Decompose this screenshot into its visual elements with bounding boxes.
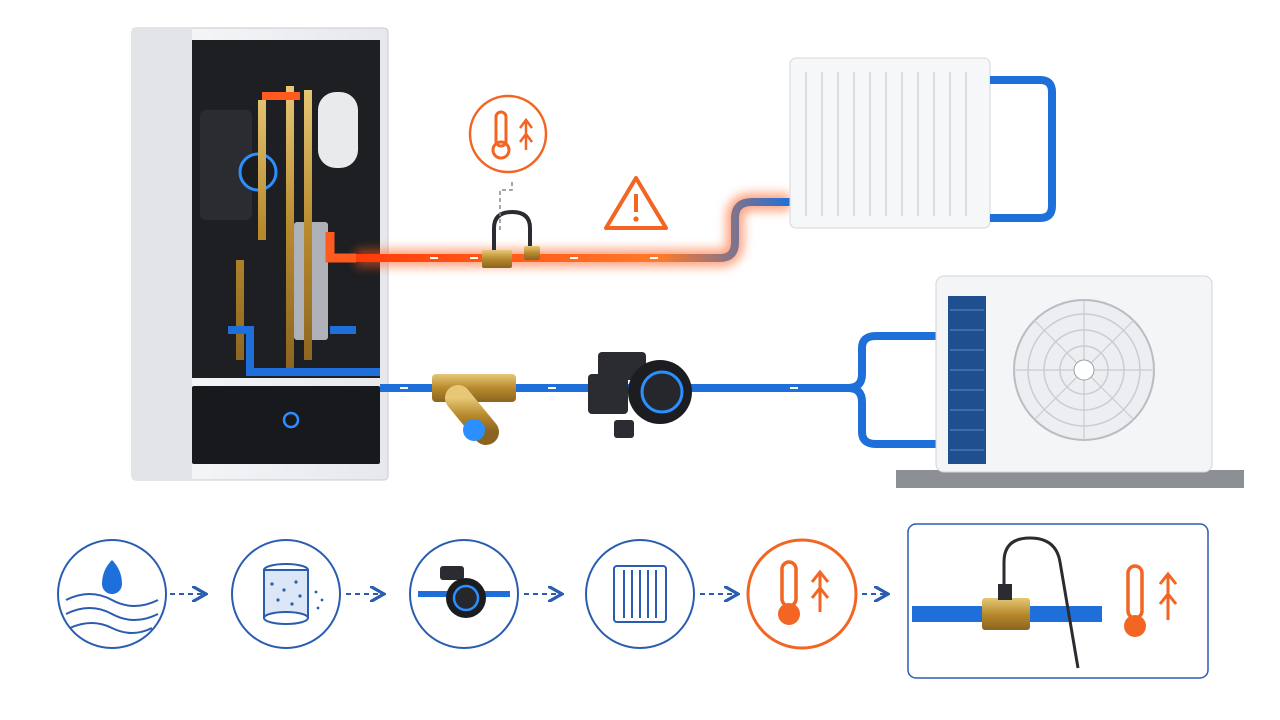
temperature-rising-closeup-icon [1124, 564, 1178, 637]
fan-grille-icon [1013, 299, 1155, 441]
circulation-pump-icon [409, 539, 519, 649]
warning-triangle-icon [604, 176, 668, 230]
panel-radiator [789, 57, 1056, 229]
circulation-pump [588, 352, 692, 438]
pipe-temperature-sensor [482, 180, 540, 268]
y-strainer [432, 374, 516, 445]
heat-pump-outdoor-unit [896, 275, 1244, 488]
cold-return-pipe [380, 332, 972, 448]
filter-cartridge-icon [231, 539, 341, 649]
indoor-unit [131, 27, 389, 481]
flow-sequence [57, 523, 1209, 679]
temperature-rising-step-icon [746, 538, 858, 650]
pipe-sensor-closeup [907, 523, 1209, 679]
water-drop-waves-icon [57, 539, 167, 649]
hot-supply-pipe [356, 193, 790, 267]
temperature-rising-icon [468, 94, 548, 174]
plate-heat-exchanger-icon [585, 539, 695, 649]
power-indicator [282, 411, 300, 429]
